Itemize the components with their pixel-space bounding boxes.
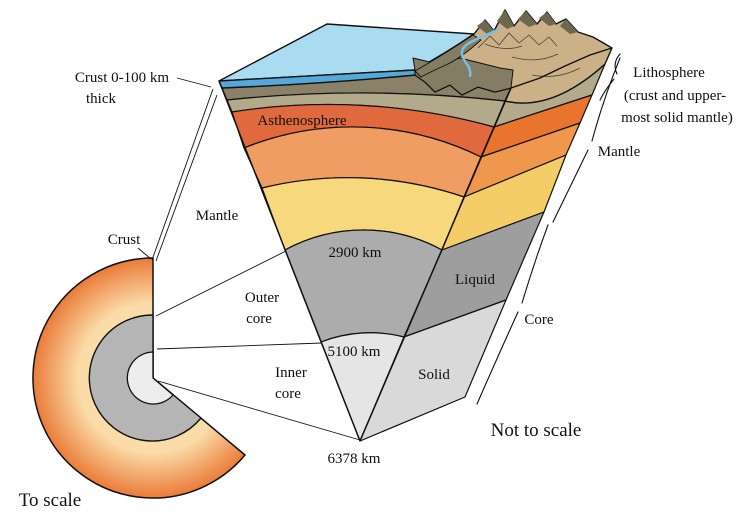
peak-shadow-5	[560, 19, 578, 34]
crust-left-leader	[137, 247, 152, 260]
label-liquid: Liquid	[455, 272, 495, 288]
wedge-front-face	[221, 74, 512, 442]
to-scale-globe	[32, 257, 246, 499]
label-mantle-right: Mantle	[598, 144, 641, 160]
label-crust-thickness-line1: Crust 0-100 km	[75, 70, 170, 86]
label-outer-core-line1: Outer	[245, 290, 279, 306]
top-surface	[218, 9, 613, 104]
valley-contour-2	[511, 53, 559, 61]
peak-shadow-3	[518, 11, 537, 27]
top-right-fold-edge	[510, 47, 613, 89]
label-mantle-left: Mantle	[196, 208, 239, 224]
core-brace	[476, 224, 549, 405]
scale-inner-core-disc	[126, 351, 174, 405]
valley-contour-1	[484, 43, 523, 49]
label-outer-core-line2: core	[246, 311, 272, 327]
label-to-scale: To scale	[19, 490, 82, 511]
label-lithosphere-line3: most solid mantle)	[621, 110, 733, 126]
crust-thickness-leader	[176, 77, 212, 88]
label-lithosphere-line1: Lithosphere	[633, 65, 705, 81]
inner-core-boundary-connector	[156, 342, 323, 350]
ocean-front-edge	[218, 69, 417, 89]
braces	[476, 53, 621, 405]
label-crust-left: Crust	[108, 232, 141, 248]
wedge-right-face	[359, 63, 606, 442]
peak-shadow-2	[497, 10, 514, 29]
mantle-brace	[552, 57, 621, 223]
label-crust-thickness-line2: thick	[86, 91, 116, 107]
diagram-labels: Crust 0-100 km thick Asthenosphere Mantl…	[19, 65, 733, 511]
peak-shadow-1	[477, 20, 494, 34]
core-boundary-connector	[155, 250, 287, 317]
label-inner-core-line1: Inner	[275, 365, 307, 381]
wedge-left-edge	[218, 80, 361, 442]
connector-lines	[137, 77, 361, 441]
label-depth-5100: 5100 km	[328, 344, 381, 360]
label-not-to-scale: Not to scale	[491, 420, 582, 441]
label-asthenosphere: Asthenosphere	[257, 113, 346, 129]
label-lithosphere-line2: (crust and upper-	[624, 88, 726, 104]
label-solid: Solid	[418, 367, 450, 383]
label-inner-core-line2: core	[275, 386, 301, 402]
crust-connector-upper	[151, 88, 214, 261]
label-core-right: Core	[524, 312, 554, 328]
label-depth-2900: 2900 km	[329, 245, 382, 261]
valley-contour-3	[531, 67, 581, 77]
wedge-center-ridge	[359, 87, 512, 442]
label-depth-6378: 6378 km	[328, 451, 381, 467]
crust-connector-lower	[155, 94, 218, 262]
lithosphere-brace	[599, 53, 621, 101]
foothill-ridge-line	[477, 32, 558, 49]
center-connector	[157, 380, 361, 441]
river	[460, 28, 499, 78]
peak-shadow-4	[539, 12, 556, 26]
